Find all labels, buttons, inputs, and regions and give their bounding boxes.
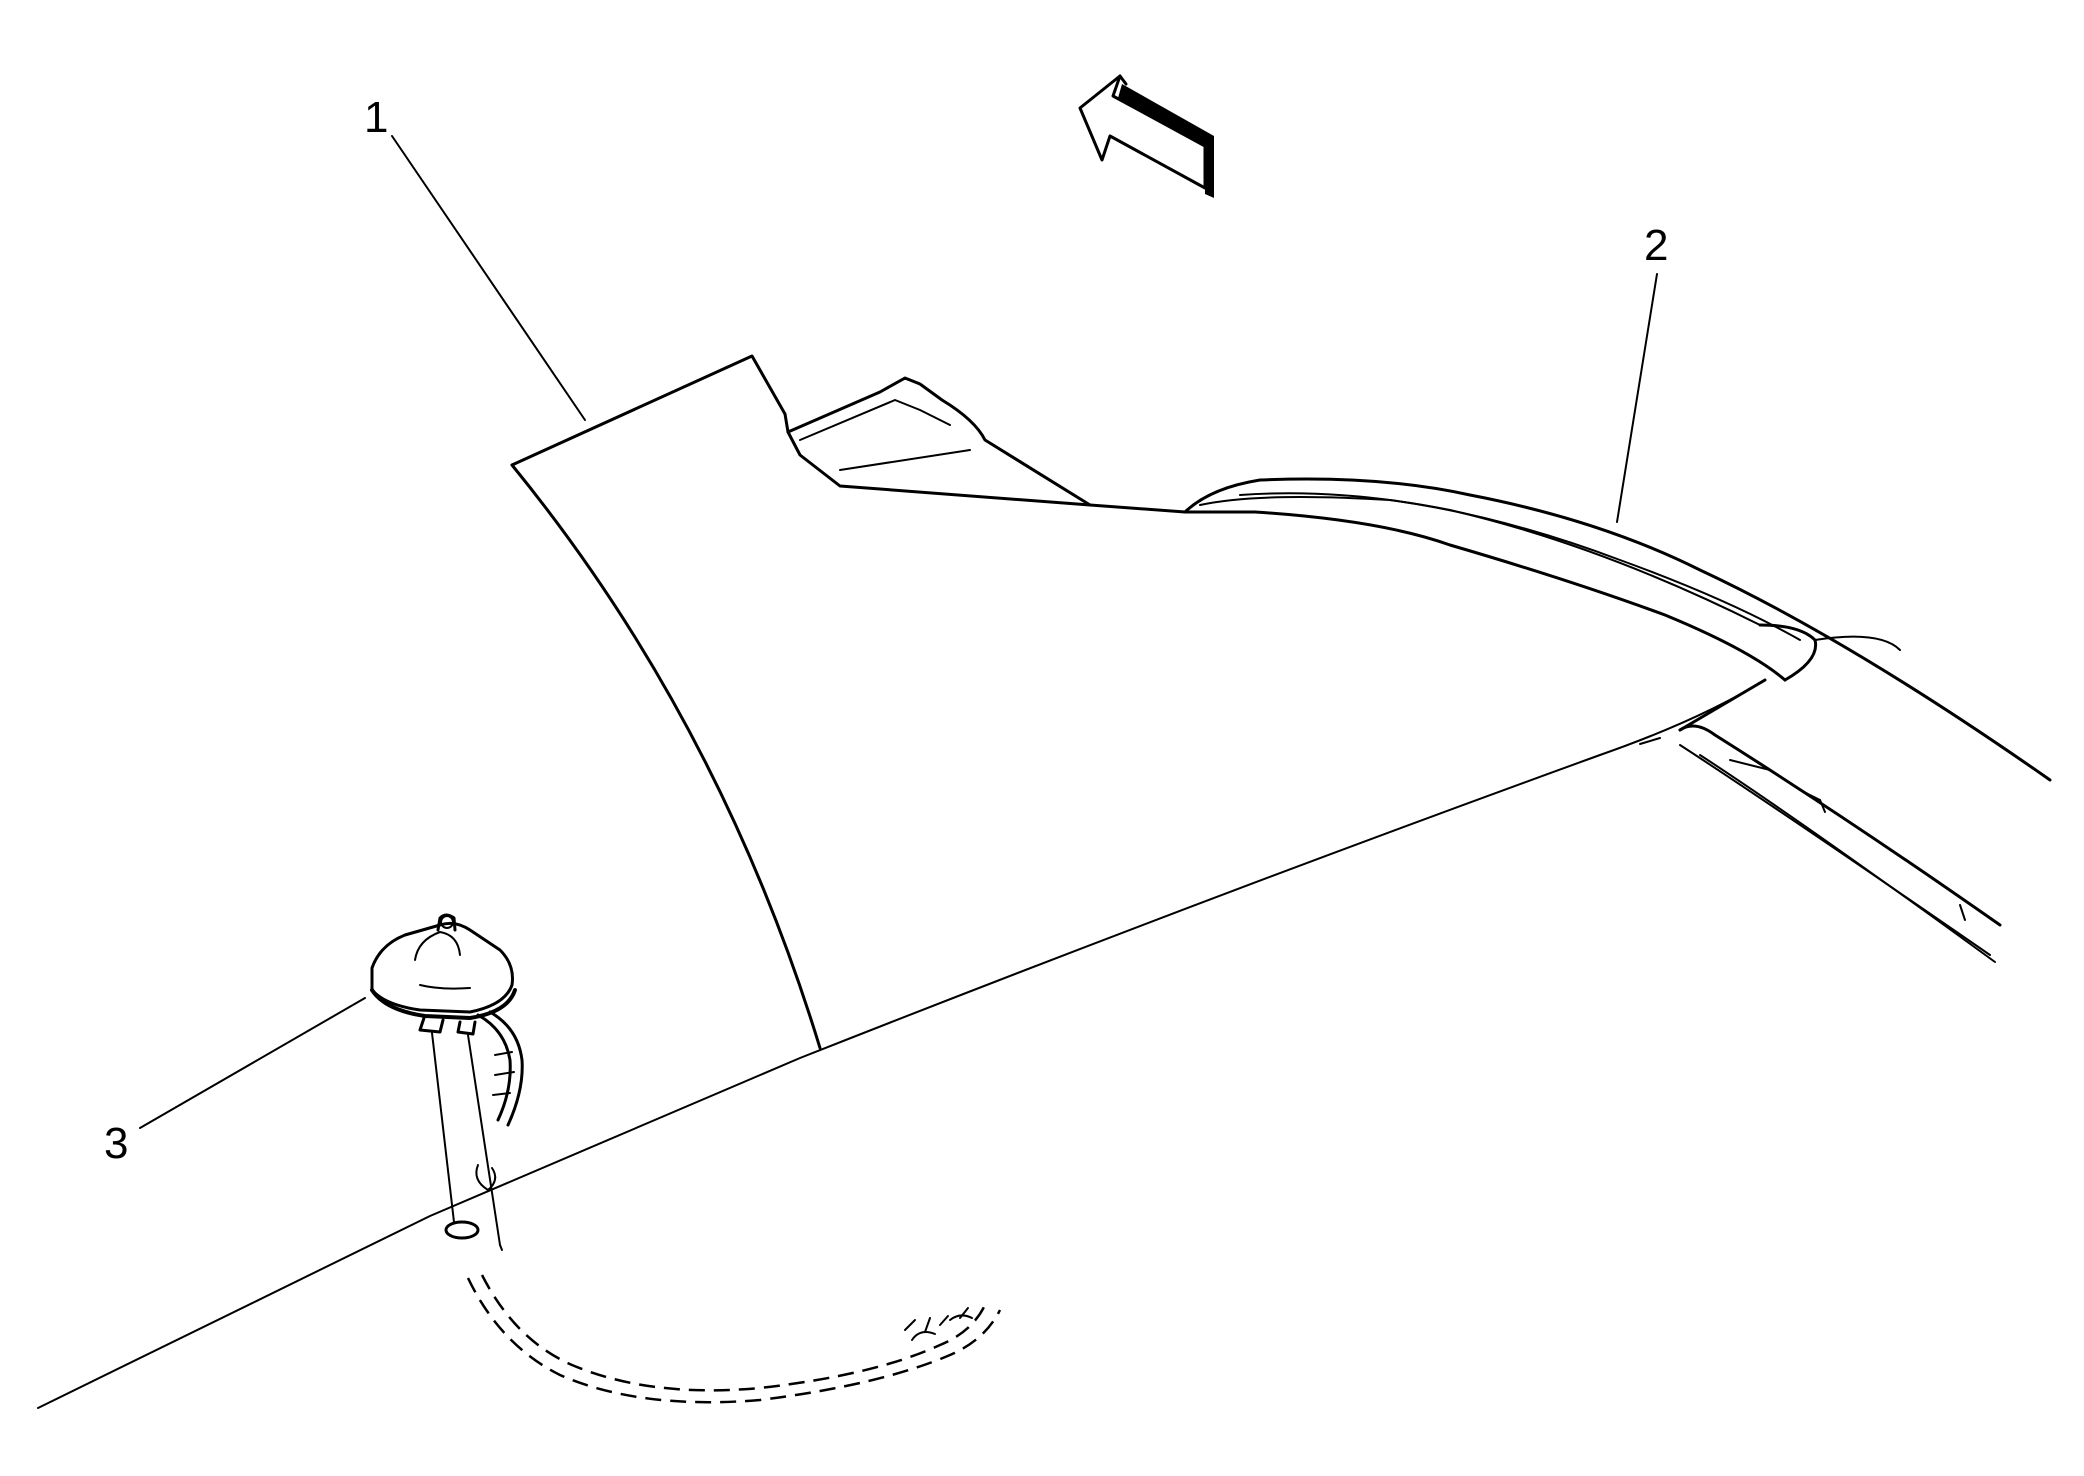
hidden-cable-route	[466, 1274, 1002, 1404]
antenna-item-3	[370, 913, 524, 1251]
callout-label-2: 2	[1644, 221, 1668, 270]
callout-label-1: 1	[364, 93, 388, 142]
roof-panel	[37, 679, 1766, 1409]
trim-panel-item-1	[510, 354, 1187, 1050]
callout-leader-3	[139, 997, 366, 1129]
callout-label-3: 3	[104, 1119, 128, 1168]
roof-molding-item-2	[1183, 477, 2052, 963]
callout-leader-2	[1616, 273, 1658, 523]
callout-leader-1	[391, 135, 586, 421]
direction-arrow-icon	[1078, 74, 1214, 198]
